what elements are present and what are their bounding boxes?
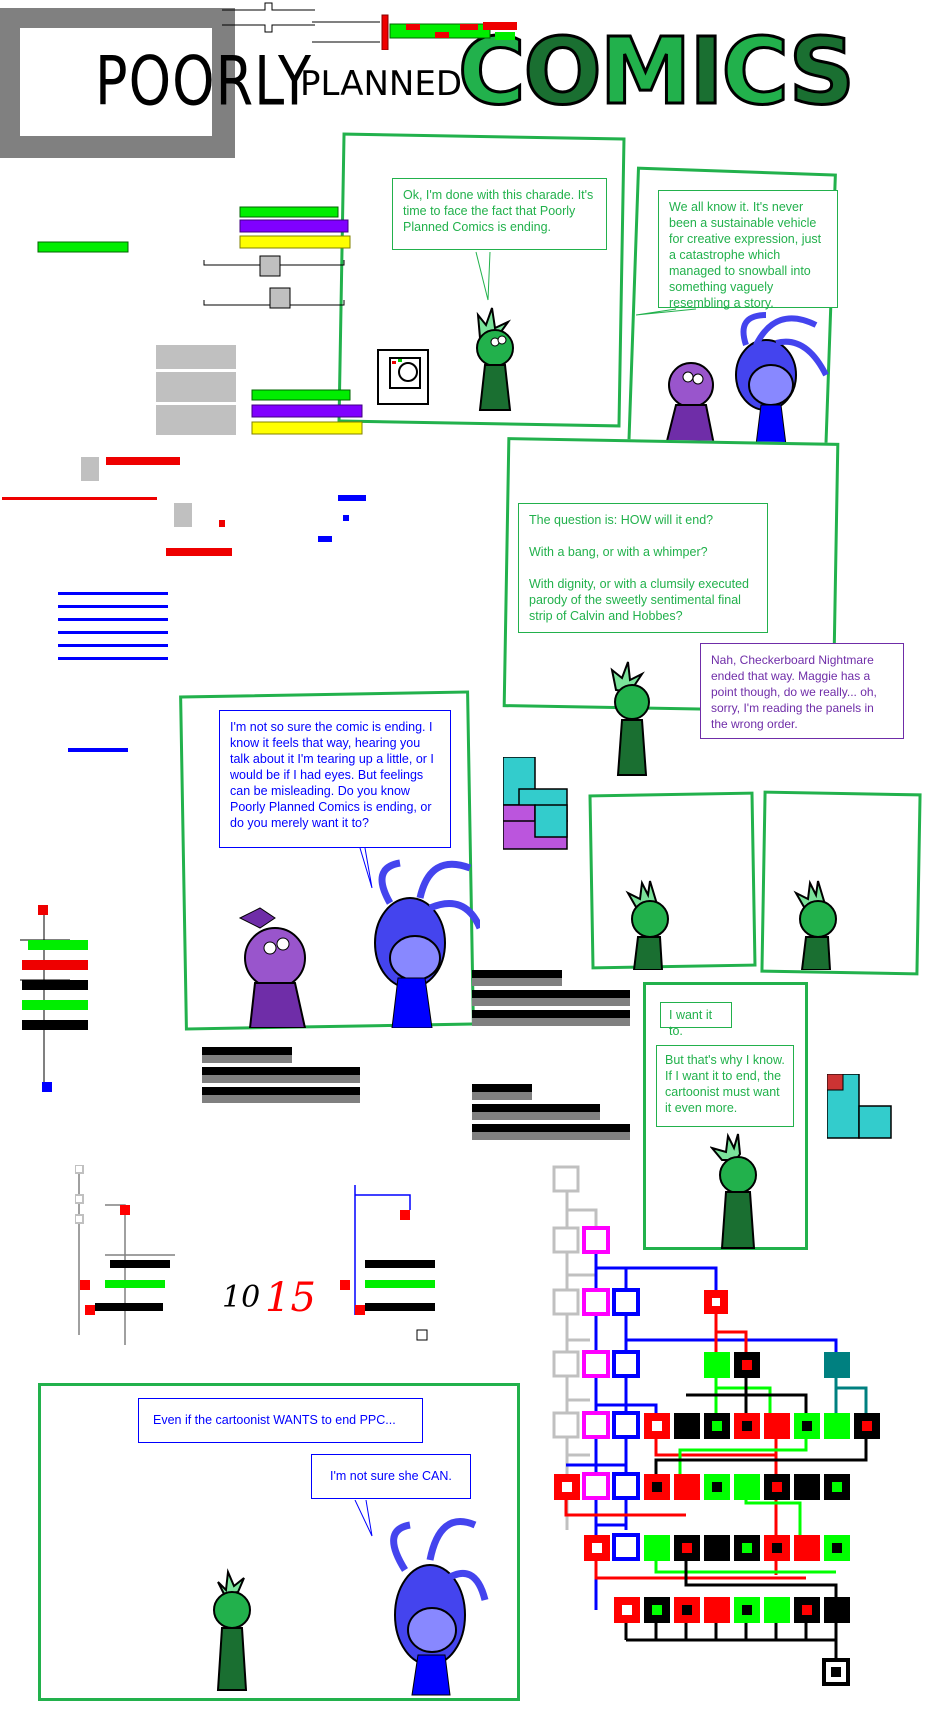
small-node-tree-left: [20, 905, 88, 1092]
speech-bubble-panel-1: Ok, I'm done with this charade. It's tim…: [392, 178, 607, 250]
panel-1-scene: [377, 251, 514, 411]
margin-number-black: 10: [222, 1280, 261, 1315]
logo-frame-inner: [20, 28, 212, 136]
mid-node-tree-blue: [340, 1185, 435, 1341]
speech-bubble-panel-2: We all know it. It's never been a sustai…: [658, 190, 838, 310]
title-planned: PLANNED: [300, 64, 463, 104]
speech-bubble-panel-7-bottom: But that's why I know. If I want it to e…: [656, 1045, 794, 1127]
tree-node: [552, 1165, 580, 1193]
panel-3-green-character: [610, 661, 650, 776]
panel-6-green-character: [793, 879, 837, 970]
big-node-tree-diagram: [552, 1165, 880, 1686]
puzzle-cyan-red: [827, 1074, 892, 1139]
speech-bubble-panel-8-bottom: I'm not sure she CAN.: [311, 1454, 471, 1499]
logo-circuit-decoration: [222, 2, 517, 50]
panel-7-green-character: [710, 1132, 757, 1249]
panel-4-scene: [238, 848, 480, 1028]
panel-2-scene: [636, 308, 829, 445]
margin-tetromino-doodles: [2, 206, 366, 556]
title-poorly: POORLY: [95, 42, 312, 121]
margin-l-piece-grid: [58, 592, 168, 660]
speech-bubble-panel-3-purple: Nah, Checkerboard Nightmare ended that w…: [700, 643, 904, 739]
title-comics: COMICS: [457, 18, 857, 125]
panel-8-scene: [213, 1500, 489, 1696]
panel-5-green-character: [625, 879, 669, 970]
battery-icon-rows-top: [472, 970, 630, 1026]
margin-number-red: 15: [265, 1275, 316, 1321]
logo-frame: [0, 8, 235, 158]
speech-bubble-panel-7-top: I want it to.: [660, 1002, 732, 1038]
speech-bubble-panel-8-top: Even if the cartoonist WANTS to end PPC.…: [138, 1398, 423, 1443]
margin-small-blue-row: [68, 748, 128, 752]
speech-bubble-panel-3-green: The question is: HOW will it end? With a…: [518, 503, 768, 633]
mid-node-tree-gray: [75, 1165, 175, 1345]
puzzle-cyan-purple: [503, 757, 568, 850]
speech-bubble-panel-4: I'm not so sure the comic is ending. I k…: [219, 710, 451, 848]
battery-icon-rows-bottom: [472, 1084, 630, 1140]
battery-icon-rows-left: [202, 1047, 360, 1103]
